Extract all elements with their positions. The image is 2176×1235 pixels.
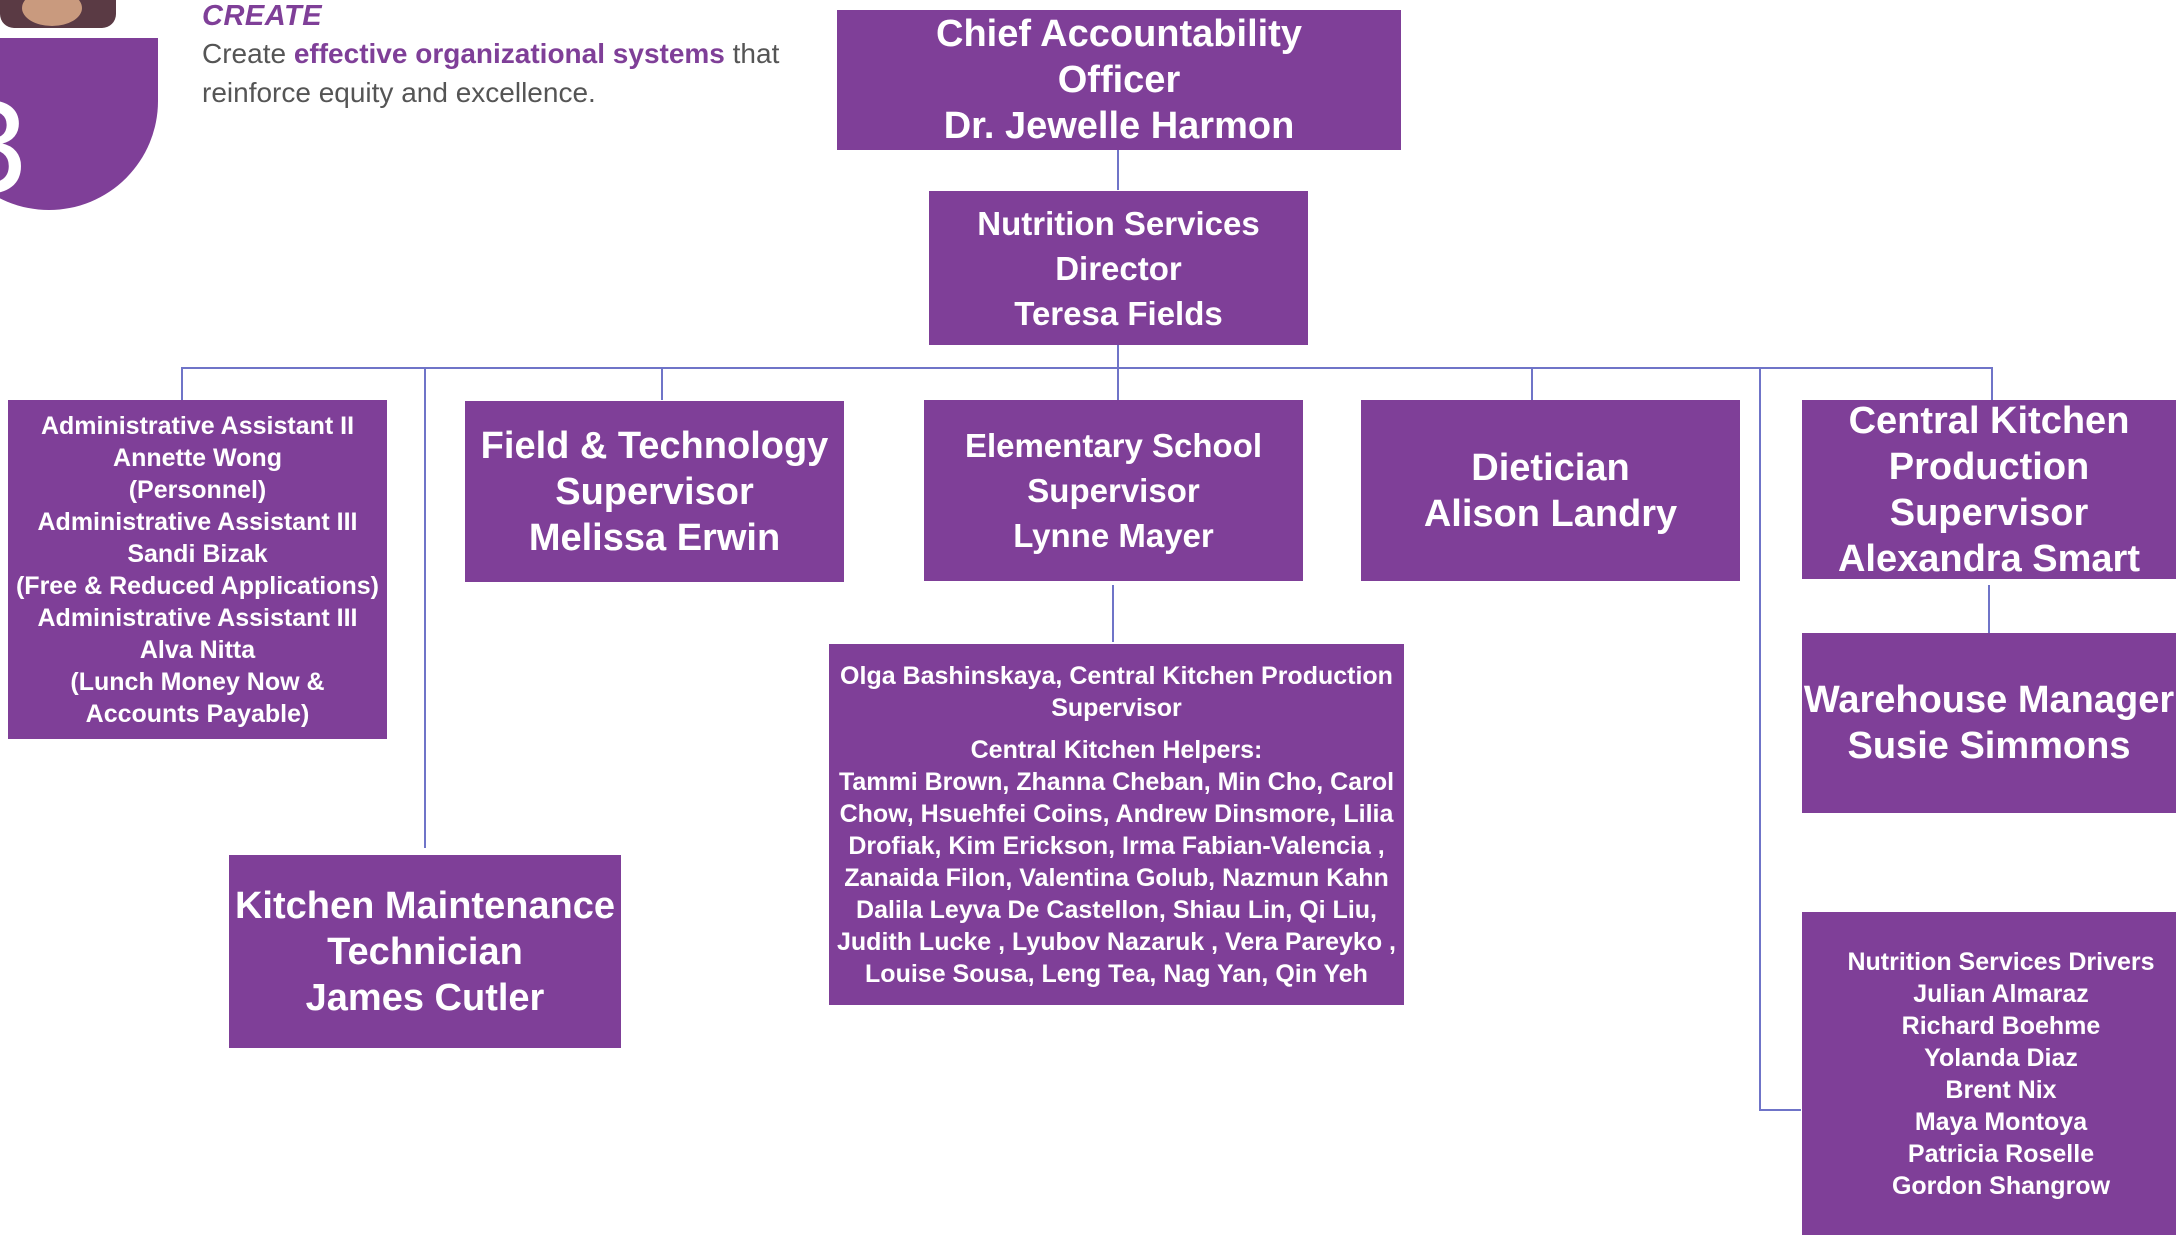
staff-photo: [0, 0, 116, 28]
admin-line-1: Administrative Assistant II: [40, 411, 355, 440]
driver-2: Richard Boehme: [1901, 1012, 2101, 1040]
node-chief-accountability-officer: Chief Accountability Officer Dr. Jewelle…: [837, 10, 1401, 150]
field-tech-title-line1: Field & Technology: [480, 424, 829, 467]
node-field-technology-supervisor: Field & Technology Supervisor Melissa Er…: [465, 401, 844, 582]
dietician-name: Alison Landry: [1423, 492, 1678, 535]
connector-dietician: [1531, 367, 1533, 400]
node-nutrition-services-drivers: Nutrition Services Drivers Julian Almara…: [1802, 912, 2176, 1235]
elementary-name: Lynne Mayer: [1013, 517, 1214, 554]
goal-text-highlight: effective organizational systems: [293, 38, 725, 69]
goal-text-pre: Create: [202, 38, 294, 69]
admin-line-6: (Free & Reduced Applications): [15, 571, 379, 600]
node-dietician: Dietician Alison Landry: [1361, 400, 1740, 581]
director-title-line2: Director: [1055, 249, 1182, 287]
drivers-title: Nutrition Services Drivers: [1847, 948, 2155, 976]
goal-number-badge: 3: [0, 38, 158, 220]
central-kitchen-title-line1: Central Kitchen: [1848, 400, 2130, 442]
driver-4: Brent Nix: [1945, 1076, 2057, 1104]
node-administrative-assistants: Administrative Assistant II Annette Wong…: [8, 400, 387, 739]
director-title-line1: Nutrition Services: [977, 204, 1260, 242]
kitchen-maintenance-title-line1: Kitchen Maintenance: [234, 884, 616, 927]
goal-title: CREATE: [202, 0, 323, 32]
warehouse-name: Susie Simmons: [1847, 725, 2131, 767]
node-warehouse-manager: Warehouse Manager Susie Simmons: [1802, 633, 2176, 813]
node-central-kitchen-staff: Olga Bashinskaya, Central Kitchen Produc…: [829, 644, 1404, 1005]
cao-title-line1: Chief Accountability: [936, 13, 1302, 55]
ck-helpers-list: Tammi Brown, Zhanna Cheban, Min Cho, Car…: [837, 767, 1396, 988]
node-elementary-school-supervisor: Elementary School Supervisor Lynne Mayer: [924, 400, 1303, 581]
admin-line-5: Sandi Bizak: [127, 539, 268, 568]
central-kitchen-title-line3: Supervisor: [1889, 491, 2089, 534]
elementary-title-line1: Elementary School: [964, 427, 1263, 464]
ck-production-supervisor: Olga Bashinskaya, Central Kitchen Produc…: [840, 661, 1393, 722]
connector-warehouse: [1988, 585, 1990, 633]
connector-cao-director: [1117, 150, 1119, 190]
connector-director-bus: [1117, 345, 1119, 401]
node-nutrition-services-director: Nutrition Services Director Teresa Field…: [929, 191, 1308, 345]
connector-field-tech: [661, 367, 663, 400]
cao-name: Dr. Jewelle Harmon: [943, 105, 1295, 147]
field-tech-name: Melissa Erwin: [528, 516, 781, 559]
connector-elementary-staff: [1112, 585, 1114, 642]
admin-line-4: Administrative Assistant III: [37, 507, 358, 536]
admin-line-2: Annette Wong: [113, 443, 282, 472]
admin-line-7: Administrative Assistant III: [37, 603, 358, 632]
elementary-title-line2: Supervisor: [1027, 472, 1200, 509]
driver-1: Julian Almaraz: [1913, 980, 2089, 1008]
admin-line-10: Accounts Payable): [85, 699, 310, 728]
driver-5: Maya Montoya: [1914, 1108, 2088, 1136]
node-kitchen-maintenance-technician: Kitchen Maintenance Technician James Cut…: [229, 855, 621, 1048]
connector-main-bus: [181, 367, 1993, 369]
cao-title-line2: Officer: [1057, 59, 1181, 101]
driver-7: Gordon Shangrow: [1891, 1172, 2111, 1200]
admin-line-9: (Lunch Money Now &: [70, 667, 325, 696]
driver-6: Patricia Roselle: [1907, 1140, 2095, 1168]
ck-helpers-title: Central Kitchen Helpers:: [970, 735, 1263, 764]
kitchen-maintenance-title-line2: Technician: [327, 930, 523, 973]
connector-kitchen-maintenance: [424, 367, 426, 848]
central-kitchen-name: Alexandra Smart: [1837, 537, 2140, 580]
node-central-kitchen-production-supervisor: Central Kitchen Production Supervisor Al…: [1802, 400, 2176, 579]
central-kitchen-title-line2: Production: [1888, 445, 2090, 488]
dietician-title: Dietician: [1471, 446, 1630, 489]
director-name: Teresa Fields: [1014, 294, 1223, 332]
admin-line-3: (Personnel): [128, 475, 267, 504]
admin-line-8: Alva Nitta: [139, 635, 256, 664]
goal-number: 3: [0, 80, 31, 220]
connector-admin: [181, 367, 183, 400]
kitchen-maintenance-name: James Cutler: [305, 976, 545, 1019]
connector-drivers-trunk: [1759, 367, 1761, 1111]
connector-drivers: [1759, 1109, 1801, 1111]
drivers-list: Nutrition Services Drivers Julian Almara…: [1814, 946, 2176, 1202]
goal-text-post: that reinforce equity and excellence.: [202, 38, 780, 108]
driver-3: Yolanda Diaz: [1924, 1044, 2078, 1072]
field-tech-title-line2: Supervisor: [555, 470, 754, 513]
warehouse-title: Warehouse Manager: [1803, 679, 2175, 721]
goal-statement: Create effective organizational systems …: [202, 34, 802, 112]
connector-central-kitchen: [1991, 367, 1993, 400]
